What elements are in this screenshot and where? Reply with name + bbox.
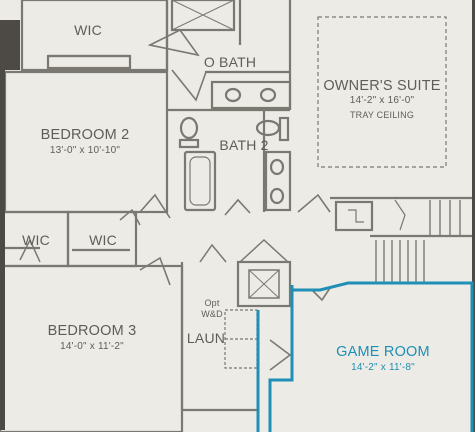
bath2-vanity <box>264 150 292 212</box>
toilet-icon <box>179 116 199 140</box>
owners-suite-dimensions: 14'-2" x 16'-0" <box>349 95 415 106</box>
sink-icon-4 <box>269 187 285 205</box>
game-room-highlight-left <box>268 285 294 432</box>
bedroom2-dimensions: 13'-0" x 10'-10" <box>49 145 121 156</box>
bath2-label: BATH 2 <box>219 137 269 153</box>
door-swing-icon-12 <box>311 287 331 302</box>
owners-suite-label: OWNER'S SUITE <box>323 78 441 94</box>
toilet-tank-2 <box>278 116 290 142</box>
sink-icon-2 <box>259 87 277 103</box>
door-swing-icon-11 <box>239 238 289 263</box>
door-swing-icon-4 <box>224 198 251 216</box>
wic-right-label: WIC <box>89 232 117 248</box>
sink-icon <box>224 87 242 103</box>
wic-top-label: WIC <box>74 22 102 38</box>
shower-diagonal-2 <box>171 0 235 31</box>
linen-closet <box>236 260 292 308</box>
stair-treads <box>375 200 461 283</box>
closet-rod <box>46 54 132 70</box>
laundry-option-line1: Opt <box>204 298 220 308</box>
wic-left-label: WIC <box>22 232 50 248</box>
tray-ceiling-outline <box>317 16 447 168</box>
bedroom2-label: BEDROOM 2 <box>40 127 130 143</box>
owners-suite-note: TRAY CEILING <box>349 110 415 120</box>
door-swing-icon-8 <box>139 256 171 286</box>
bedroom3-dimensions: 14'-0" x 11'-2" <box>60 341 124 352</box>
obath-vanity <box>210 80 292 110</box>
door-swing-icon-3 <box>139 193 171 219</box>
sink-icon-3 <box>269 158 285 176</box>
door-swing-icon-2 <box>171 69 207 102</box>
door-swing-icon <box>147 28 200 57</box>
owners-bath-label: O BATH <box>203 54 257 70</box>
exterior-wall-block <box>0 20 20 70</box>
door-swing-icon-10 <box>269 339 292 371</box>
laundry-option-line2: W&D <box>201 309 223 319</box>
laundry-label: LAUN <box>186 330 226 346</box>
door-swing-icon-7 <box>119 208 141 226</box>
game-room-dimensions: 14'-2" x 11'-8" <box>351 362 415 373</box>
door-swing-icon-6 <box>19 238 41 263</box>
bathtub-icon <box>183 150 217 212</box>
game-room-label: GAME ROOM <box>336 344 430 360</box>
shower-walls <box>170 0 236 32</box>
bedroom3-label: BEDROOM 3 <box>47 323 137 339</box>
toilet-icon-2 <box>255 119 281 137</box>
door-swing-icon-5 <box>297 193 331 213</box>
toilet-tank <box>178 138 200 149</box>
stair-closet <box>334 200 374 232</box>
stair-arrow <box>394 199 406 231</box>
door-swing-icon-9 <box>199 243 227 263</box>
